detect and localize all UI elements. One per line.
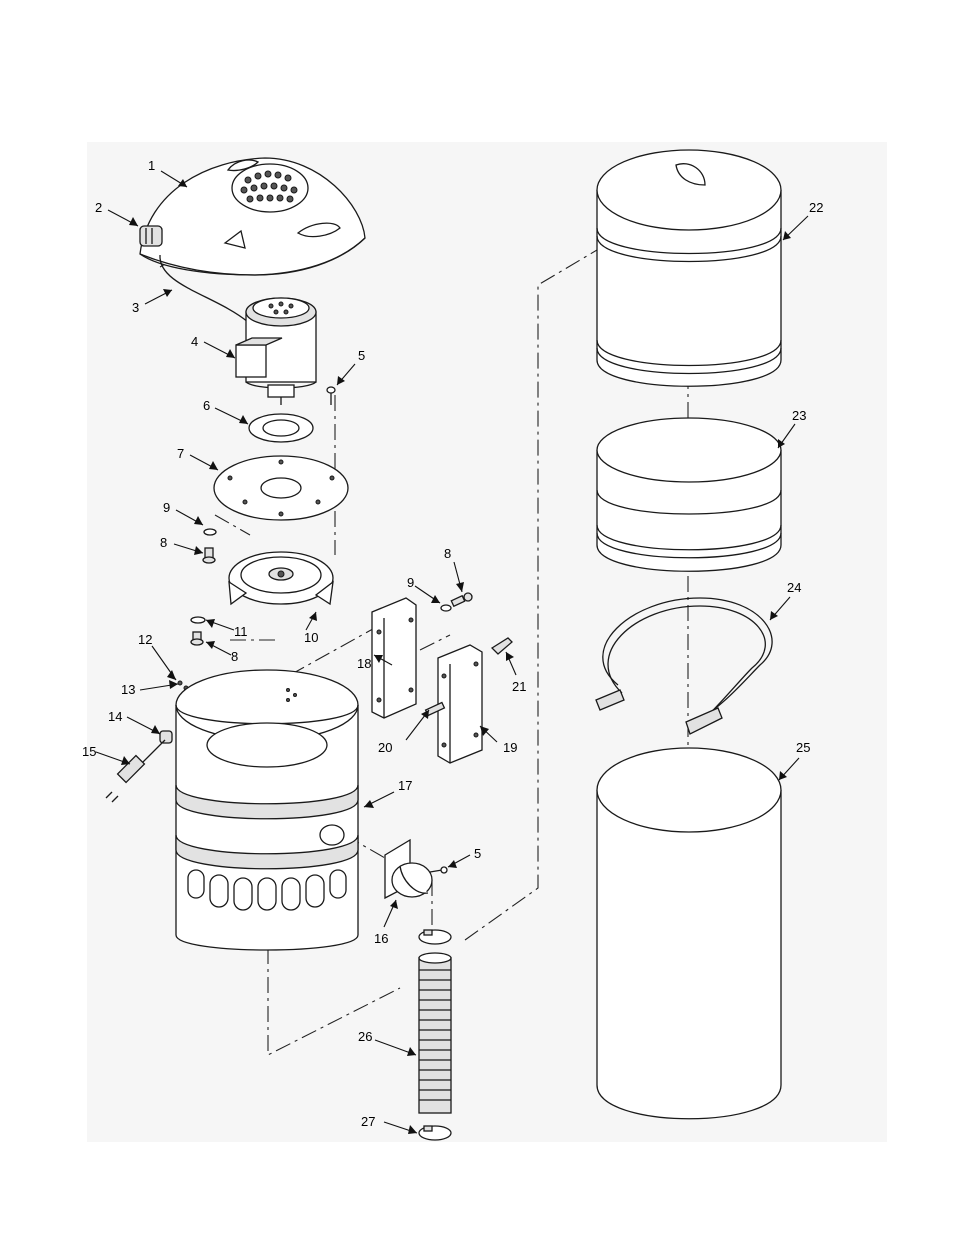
fan-housing: [229, 552, 333, 604]
callout-2: 2: [95, 200, 102, 215]
callout-16: 16: [374, 931, 388, 946]
callout-3: 3: [132, 300, 139, 315]
callout-5-lower: 5: [474, 846, 481, 861]
callout-24: 24: [787, 580, 801, 595]
callout-13: 13: [121, 682, 135, 697]
callout-8-left: 8: [160, 535, 167, 550]
callout-10: 10: [304, 630, 318, 645]
callout-17: 17: [398, 778, 412, 793]
callout-8-lower: 8: [231, 649, 238, 664]
motor-gasket: [249, 414, 313, 442]
callout-18: 18: [357, 656, 371, 671]
collection-bag: [597, 748, 781, 1119]
screw-lower: [430, 867, 447, 873]
callout-6: 6: [203, 398, 210, 413]
hose-clamp-upper: [419, 930, 451, 944]
callout-5-upper: 5: [358, 348, 365, 363]
hose-clamp-lower: [419, 1126, 451, 1140]
callout-11: 11: [234, 624, 248, 639]
lid-vent-holes: [232, 164, 308, 212]
callout-4: 4: [191, 334, 198, 349]
callout-21: 21: [512, 679, 526, 694]
motor: [236, 298, 316, 405]
callout-1: 1: [148, 158, 155, 173]
callout-27: 27: [361, 1114, 375, 1129]
mounting-plate: [214, 456, 348, 520]
screw-upper: [327, 387, 335, 405]
callout-9-left: 9: [163, 500, 170, 515]
callout-22: 22: [809, 200, 823, 215]
callout-25: 25: [796, 740, 810, 755]
callout-8-right: 8: [444, 546, 451, 561]
callout-19: 19: [503, 740, 517, 755]
power-cord: [106, 740, 165, 802]
switch-knob: [140, 226, 162, 246]
bracket-right: [438, 645, 482, 763]
main-canister-body: [176, 670, 358, 950]
washer-right: [441, 605, 451, 611]
callout-14: 14: [108, 709, 122, 724]
callout-9-right: 9: [407, 575, 414, 590]
bolt-upper-left: [203, 548, 215, 563]
callout-20: 20: [378, 740, 392, 755]
bolt-right: [451, 593, 472, 606]
callout-26: 26: [358, 1029, 372, 1044]
plastic-anchor: [492, 638, 512, 654]
upper-collection-drum: [597, 150, 781, 386]
drum-band-clamp: [596, 598, 772, 734]
washer-lower: [191, 617, 205, 623]
mid-drum-ring: [597, 418, 781, 571]
strain-relief: [160, 731, 172, 743]
callout-12: 12: [138, 632, 152, 647]
washer-upper-left: [204, 529, 216, 535]
callout-23: 23: [792, 408, 806, 423]
callout-15: 15: [82, 744, 96, 759]
dome-lid: [140, 158, 365, 275]
flex-hose: [419, 953, 451, 1113]
bolt-lower: [191, 632, 203, 645]
inlet-elbow: [385, 840, 432, 898]
callout-7: 7: [177, 446, 184, 461]
